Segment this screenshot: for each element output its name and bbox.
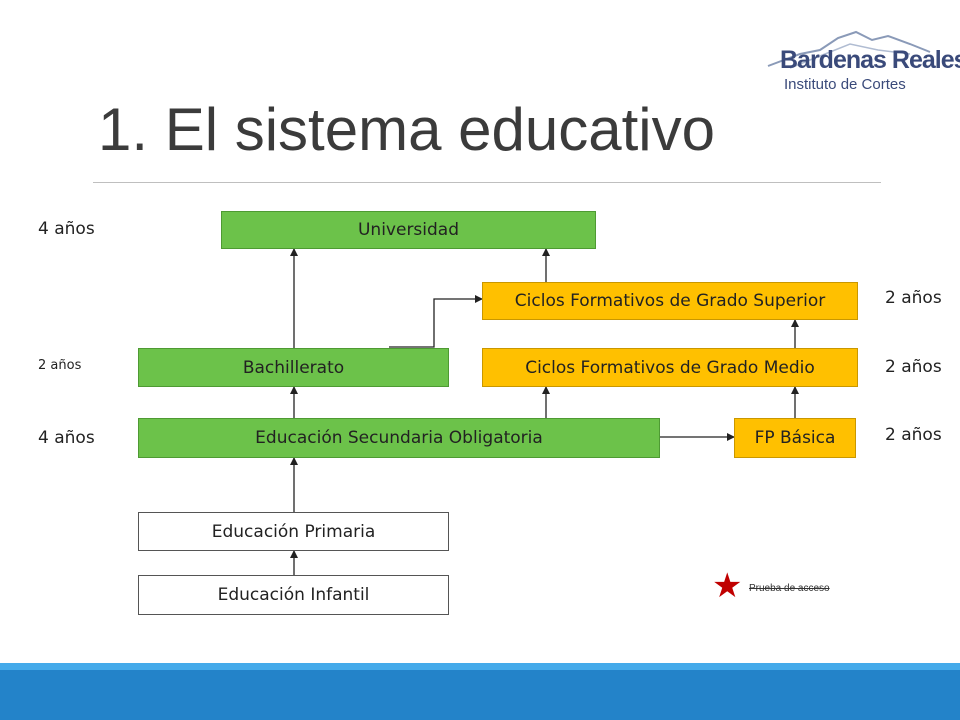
box-infantil: Educación Infantil — [138, 575, 449, 615]
footer-accent-strip — [0, 663, 960, 670]
box-fp-basica: FP Básica — [734, 418, 856, 458]
box-universidad: Universidad — [221, 211, 596, 249]
years-fp-basica: 2 años — [885, 425, 942, 445]
years-cfgm: 2 años — [885, 357, 942, 377]
footer-bar — [0, 670, 960, 720]
legend-label: Prueba de acceso — [749, 583, 830, 594]
logo-name: Bardenas Reales — [780, 46, 960, 74]
arrow-bachillerato-cfgs — [389, 295, 483, 348]
years-cfgs: 2 años — [885, 288, 942, 308]
box-bachillerato: Bachillerato — [138, 348, 449, 387]
box-cfgm: Ciclos Formativos de Grado Medio — [482, 348, 858, 387]
years-bachillerato: 2 años — [38, 358, 82, 373]
title-divider — [93, 182, 881, 183]
page-title: 1. El sistema educativo — [98, 96, 715, 163]
box-cfgs: Ciclos Formativos de Grado Superior — [482, 282, 858, 320]
box-eso: Educación Secundaria Obligatoria — [138, 418, 660, 458]
star-icon: ★ — [712, 566, 743, 606]
logo-subtitle: Instituto de Cortes — [784, 76, 906, 93]
mountain-icon — [767, 30, 931, 69]
school-logo: Bardenas Reales Instituto de Cortes — [760, 30, 960, 100]
years-universidad: 4 años — [38, 219, 95, 239]
box-primaria: Educación Primaria — [138, 512, 449, 551]
years-eso: 4 años — [38, 428, 95, 448]
